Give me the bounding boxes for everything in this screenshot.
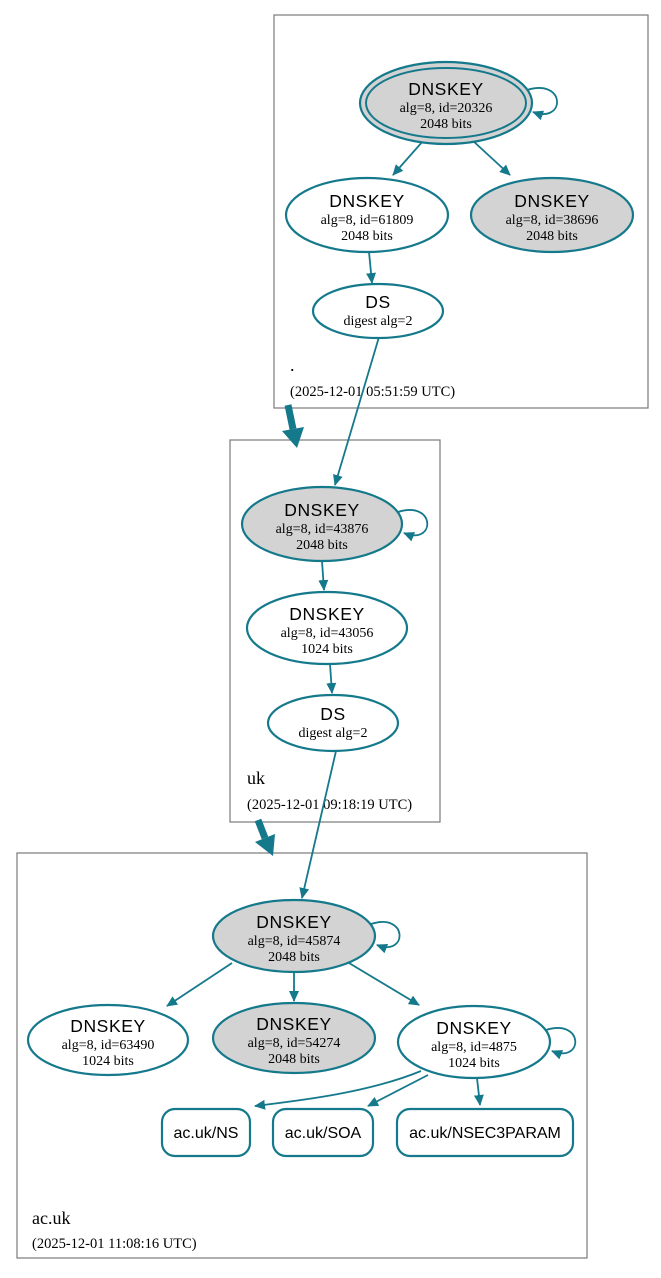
- node-detail: digest alg=2: [299, 726, 368, 741]
- delegation-arrow-root-to-uk-head: [282, 427, 304, 448]
- zone-label-root: .: [290, 355, 295, 375]
- rrset-ac-uk-nsec3param[interactable]: ac.uk/NSEC3PARAM: [395, 1107, 575, 1158]
- edge-ac-uk-ksk-selfloop: [370, 921, 401, 954]
- edge-ksk-45874-to-zsk-63490: [166, 962, 233, 1007]
- node-type: DNSKEY: [70, 1016, 146, 1036]
- rrset-box: [160, 1107, 252, 1158]
- node-detail: 1024 bits: [448, 1056, 500, 1071]
- node-detail: alg=8, id=61809: [321, 213, 414, 228]
- node-detail: alg=8, id=38696: [506, 213, 599, 228]
- node-ellipse: [26, 1003, 190, 1077]
- node-dnskey-54274[interactable]: DNSKEY alg=8, id=54274 2048 bits: [211, 1001, 377, 1075]
- edge-zsk-4875-to-soa: [367, 1074, 429, 1107]
- node-ellipse: [284, 176, 450, 254]
- node-ellipse: [240, 485, 404, 563]
- node-type: DNSKEY: [284, 500, 360, 520]
- node-detail: 2048 bits: [268, 950, 320, 965]
- rrset-box: [271, 1107, 375, 1158]
- node-ellipse: [245, 590, 409, 666]
- zone-label-ac-uk: ac.uk: [32, 1208, 70, 1228]
- node-detail: alg=8, id=43876: [276, 522, 369, 537]
- node-dnskey-4875[interactable]: DNSKEY alg=8, id=4875 1024 bits: [396, 1004, 552, 1080]
- node-ellipse: [396, 1004, 552, 1080]
- edge-uk-ds-to-ac-uk-ksk: [299, 750, 337, 899]
- rrset-label: ac.uk/NSEC3PARAM: [409, 1125, 561, 1142]
- node-detail: digest alg=2: [344, 314, 413, 329]
- rrset-box: [395, 1107, 575, 1158]
- node-type: DNSKEY: [256, 912, 332, 932]
- node-type: DNSKEY: [514, 191, 590, 211]
- node-type: DNSKEY: [408, 79, 484, 99]
- node-detail: alg=8, id=45874: [248, 934, 341, 949]
- node-ds-root[interactable]: DS digest alg=2: [311, 282, 445, 340]
- node-detail: 2048 bits: [341, 229, 393, 244]
- node-dnskey-43056[interactable]: DNSKEY alg=8, id=43056 1024 bits: [245, 590, 409, 666]
- node-detail: alg=8, id=4875: [431, 1040, 517, 1055]
- zone-timestamp-root: (2025-12-01 05:51:59 UTC): [290, 384, 455, 400]
- zone-timestamp-uk: (2025-12-01 09:18:19 UTC): [247, 797, 412, 813]
- rrset-label: ac.uk/SOA: [285, 1125, 362, 1142]
- node-detail: 1024 bits: [301, 642, 353, 657]
- delegation-arrow-uk-to-ac-uk-shaft: [254, 818, 269, 840]
- node-ellipse: [266, 693, 400, 753]
- node-type: DNSKEY: [436, 1018, 512, 1038]
- rrset-ac-uk-soa[interactable]: ac.uk/SOA: [271, 1107, 375, 1158]
- node-detail: 2048 bits: [420, 117, 472, 132]
- node-dnskey-20326-ksk[interactable]: DNSKEY alg=8, id=20326 2048 bits: [358, 60, 534, 146]
- rrset-ac-uk-ns[interactable]: ac.uk/NS: [160, 1107, 252, 1158]
- node-dnskey-45874-ksk[interactable]: DNSKEY alg=8, id=45874 2048 bits: [211, 898, 377, 974]
- delegation-arrow-uk-to-ac-uk-head: [255, 834, 275, 856]
- node-detail: alg=8, id=54274: [248, 1036, 341, 1051]
- node-dnskey-63490[interactable]: DNSKEY alg=8, id=63490 1024 bits: [26, 1003, 190, 1077]
- node-dnskey-43876-ksk[interactable]: DNSKEY alg=8, id=43876 2048 bits: [240, 485, 404, 563]
- node-type: DNSKEY: [329, 191, 405, 211]
- zone-label-uk: uk: [247, 768, 265, 788]
- node-ds-uk[interactable]: DS digest alg=2: [266, 693, 400, 753]
- edge-root-ksk-to-zsk-61809: [392, 140, 424, 176]
- edge-zsk-43056-to-ds: [326, 663, 337, 694]
- edge-zsk-4875-to-nsec3param: [473, 1077, 484, 1106]
- node-type: DNSKEY: [289, 604, 365, 624]
- node-type: DS: [365, 292, 391, 312]
- ksk-outer-ellipse: [358, 60, 534, 146]
- node-ellipse: [469, 176, 635, 254]
- edge-root-ds-to-uk-ksk: [333, 336, 380, 486]
- node-ellipse: [211, 1001, 377, 1075]
- node-detail: 1024 bits: [82, 1054, 134, 1069]
- rrset-label: ac.uk/NS: [174, 1125, 239, 1142]
- zone-box-root: [273, 14, 649, 409]
- edge-zsk-4875-to-ns: [254, 1070, 422, 1110]
- zone-box-ac-uk: [16, 852, 588, 1259]
- node-ellipse: [211, 898, 377, 974]
- edge-ksk-45874-to-zsk-4875: [348, 962, 420, 1006]
- node-type: DNSKEY: [256, 1014, 332, 1034]
- edge-uk-ksk-to-zsk-43056: [318, 560, 329, 591]
- node-detail: 2048 bits: [296, 538, 348, 553]
- edge-root-ksk-to-key-38696: [471, 139, 511, 176]
- node-detail: alg=8, id=43056: [281, 626, 374, 641]
- delegation-arrow-root-to-uk-shaft: [284, 404, 297, 430]
- node-detail: alg=8, id=63490: [62, 1038, 155, 1053]
- ksk-inner-ellipse: [365, 67, 527, 139]
- node-detail: alg=8, id=20326: [400, 101, 493, 116]
- edge-zsk-61809-to-ds: [366, 251, 377, 284]
- zone-timestamp-ac-uk: (2025-12-01 11:08:16 UTC): [32, 1236, 197, 1252]
- edge-zsk-4875-selfloop: [545, 1027, 577, 1060]
- node-dnskey-38696[interactable]: DNSKEY alg=8, id=38696 2048 bits: [469, 176, 635, 254]
- node-type: DS: [320, 704, 346, 724]
- node-ellipse: [311, 282, 445, 340]
- node-detail: 2048 bits: [268, 1052, 320, 1067]
- node-detail: 2048 bits: [526, 229, 578, 244]
- node-dnskey-61809[interactable]: DNSKEY alg=8, id=61809 2048 bits: [284, 176, 450, 254]
- edge-root-ksk-selfloop: [526, 87, 558, 121]
- edge-uk-ksk-selfloop: [397, 509, 429, 542]
- zone-box-uk: [229, 439, 441, 823]
